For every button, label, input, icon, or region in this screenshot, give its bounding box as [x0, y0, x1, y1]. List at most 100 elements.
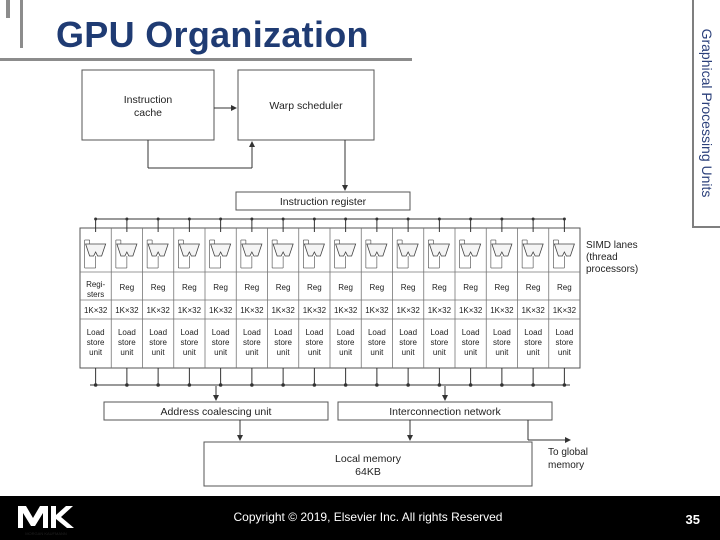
alu-icon — [335, 243, 357, 257]
load-store-label: unit — [214, 348, 228, 357]
register-label: Reg — [307, 283, 322, 292]
simd-lane — [360, 217, 388, 387]
load-store-label: unit — [89, 348, 103, 357]
register-size: 1K×32 — [490, 306, 514, 315]
title-bar-decoration-vertical — [20, 0, 23, 48]
warp-scheduler-label: Warp scheduler — [269, 100, 343, 112]
register-label: Reg — [120, 283, 135, 292]
simd-lane — [548, 217, 575, 387]
load-store-label: unit — [339, 348, 353, 357]
load-store-label: Load — [399, 328, 417, 337]
gpu-organization-diagram: Instruction cache Warp scheduler Instruc… — [79, 69, 638, 487]
global-memory-label-2: memory — [548, 460, 584, 471]
instruction-register-box — [235, 191, 411, 211]
instruction-cache-box — [81, 69, 215, 141]
load-store-label: unit — [308, 348, 322, 357]
title-bar-decoration — [6, 0, 10, 18]
simd-lane — [485, 217, 513, 387]
simd-lanes-label-1: SIMD lanes — [586, 240, 638, 251]
global-memory-label-1: To global — [548, 447, 588, 458]
register-size: 1K×32 — [459, 306, 483, 315]
register-label: Reg — [182, 283, 197, 292]
load-store-label: Load — [180, 328, 198, 337]
load-store-label: store — [243, 338, 261, 347]
instruction-register-label: Instruction register — [280, 196, 367, 208]
load-store-label: unit — [527, 348, 541, 357]
register-label: Reg — [370, 283, 385, 292]
load-store-label: store — [118, 338, 136, 347]
page-title: GPU Organization — [56, 14, 369, 55]
page-number: 35 — [685, 512, 700, 527]
load-store-label: Load — [493, 328, 511, 337]
alu-icon — [522, 243, 544, 257]
simd-lane — [110, 217, 138, 387]
simd-lane — [517, 217, 544, 387]
register-size: 1K×32 — [209, 306, 233, 315]
register-size: 1K×32 — [334, 306, 358, 315]
instruction-cache-label-line2: cache — [134, 107, 162, 119]
alu-icon — [303, 243, 325, 257]
load-store-label: store — [462, 338, 480, 347]
register-size: 1K×32 — [396, 306, 420, 315]
load-store-label: unit — [370, 348, 384, 357]
address-coalescing-label: Address coalescing unit — [161, 406, 272, 418]
load-store-label: unit — [277, 348, 291, 357]
load-store-label: store — [337, 338, 355, 347]
simd-lanes-label-2: (thread — [586, 252, 618, 263]
alu-icon — [428, 243, 450, 257]
alu-icon — [85, 243, 107, 257]
load-store-label: unit — [183, 348, 197, 357]
register-size: 1K×32 — [84, 306, 108, 315]
load-store-label: Load — [118, 328, 136, 337]
load-store-label: unit — [245, 348, 259, 357]
register-label: Reg — [151, 283, 166, 292]
load-store-label: unit — [120, 348, 134, 357]
instruction-cache-label-line1: Instruction — [124, 94, 173, 106]
publisher-logo: MORGAN KAUFMANN — [18, 506, 74, 536]
simd-lane — [267, 217, 294, 387]
alu-icon — [210, 243, 232, 257]
alu-icon — [116, 243, 138, 257]
register-label: Reg — [213, 283, 228, 292]
load-store-label: Load — [212, 328, 230, 337]
load-store-label: unit — [433, 348, 447, 357]
load-store-label: unit — [558, 348, 572, 357]
register-size: 1K×32 — [271, 306, 295, 315]
load-store-label: store — [149, 338, 167, 347]
register-size: 1K×32 — [115, 306, 139, 315]
load-store-label: Load — [274, 328, 292, 337]
register-size: 1K×32 — [521, 306, 545, 315]
load-store-label: store — [212, 338, 230, 347]
load-store-label: unit — [495, 348, 509, 357]
register-size: 1K×32 — [240, 306, 264, 315]
load-store-label: unit — [402, 348, 416, 357]
section-tab: Graphical Processing Units — [692, 0, 720, 228]
load-store-label: store — [430, 338, 448, 347]
register-size: 1K×32 — [178, 306, 202, 315]
load-store-label: store — [305, 338, 323, 347]
load-store-label: unit — [152, 348, 166, 357]
register-label: Reg — [463, 283, 478, 292]
load-store-label: Load — [368, 328, 386, 337]
load-store-label: store — [555, 338, 573, 347]
warp-scheduler-box — [237, 69, 375, 141]
load-store-label: Load — [305, 328, 323, 337]
title-underline — [0, 58, 412, 61]
alu-icon — [553, 243, 575, 257]
load-store-label: store — [524, 338, 542, 347]
alu-icon — [241, 243, 263, 257]
alu-icon — [491, 243, 513, 257]
load-store-label: store — [399, 338, 417, 347]
register-label: Reg — [432, 283, 447, 292]
simd-lane — [142, 217, 169, 387]
alu-icon — [147, 243, 169, 257]
register-label: Reg — [526, 283, 541, 292]
simd-lane — [204, 217, 232, 387]
load-store-label: Load — [337, 328, 355, 337]
register-size: 1K×32 — [365, 306, 389, 315]
register-size: 1K×32 — [146, 306, 170, 315]
register-label: Reg — [276, 283, 291, 292]
load-store-label: Load — [524, 328, 542, 337]
svg-text:MORGAN KAUFMANN: MORGAN KAUFMANN — [25, 531, 67, 536]
register-label: Regi- — [86, 280, 105, 289]
